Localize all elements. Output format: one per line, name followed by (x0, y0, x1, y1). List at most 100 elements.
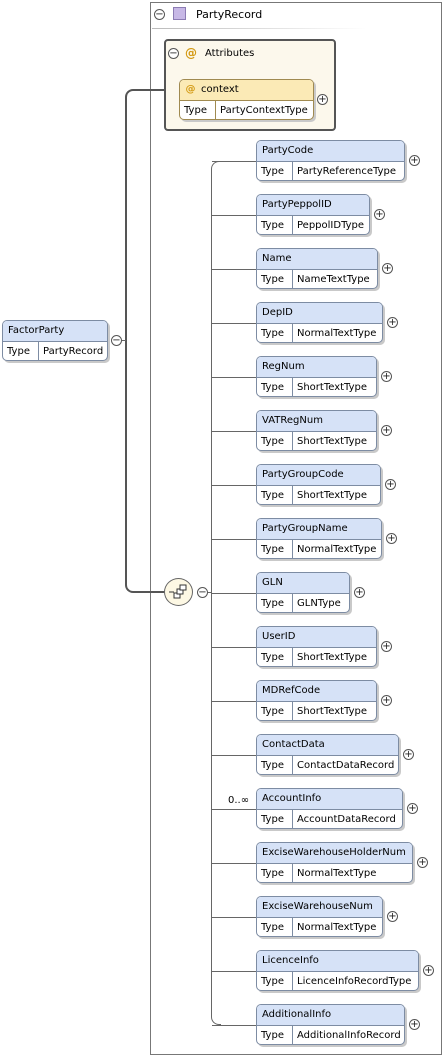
element-name: VATRegNum (257, 411, 376, 432)
element-name: ExciseWarehouseNum (257, 897, 382, 918)
connector-line (212, 215, 256, 216)
expand-element-icon[interactable]: + (409, 155, 420, 166)
expand-element-icon[interactable]: + (374, 209, 385, 220)
type-value: AdditionalInfoRecord (297, 1030, 401, 1041)
element-name: AdditionalInfo (257, 1005, 404, 1026)
connector-line (212, 755, 256, 756)
connector-line (212, 917, 256, 918)
connector-line (212, 593, 256, 594)
type-value: AccountDataRecord (297, 814, 396, 825)
type-label: Type (257, 270, 293, 288)
type-value: ShortTextType (297, 652, 368, 663)
type-value: PartyContextType (220, 105, 308, 116)
sequence-icon[interactable] (164, 578, 193, 606)
expand-element-icon[interactable]: + (385, 479, 396, 490)
party-record-frame (150, 2, 442, 1055)
connector-line (212, 1025, 256, 1026)
type-label: Type (257, 540, 293, 558)
type-value: NormalTextType (297, 922, 377, 933)
type-value: PartyRecord (43, 346, 104, 357)
element-name: ContactData (257, 735, 398, 756)
expand-element-icon[interactable]: + (354, 587, 365, 598)
expand-element-icon[interactable]: + (381, 695, 392, 706)
element-name: LicenceInfo (257, 951, 418, 972)
type-label: Type (257, 1026, 293, 1044)
connector-line (212, 485, 256, 486)
expand-element-icon[interactable]: + (407, 803, 418, 814)
expand-element-icon[interactable]: + (381, 641, 392, 652)
element-name: PartyGroupName (257, 519, 381, 540)
element-name: RegNum (257, 357, 376, 378)
type-label: Type (257, 162, 293, 180)
expand-element-icon[interactable]: + (409, 1019, 420, 1030)
type-label: Type (257, 486, 293, 504)
collapse-party-record-icon[interactable]: − (154, 9, 165, 20)
type-value: ContactDataRecord (297, 760, 395, 771)
connector-line (212, 863, 256, 864)
element-name: PartyGroupCode (257, 465, 380, 486)
connector-line (212, 323, 256, 324)
collapse-attributes-icon[interactable]: − (168, 48, 179, 59)
connector-line (212, 647, 256, 648)
type-label: Type (257, 756, 293, 774)
expand-element-icon[interactable]: + (382, 263, 393, 274)
element-name: UserID (257, 627, 376, 648)
connector-line (212, 161, 256, 162)
expand-element-icon[interactable]: + (381, 371, 392, 382)
type-label: Type (257, 972, 293, 990)
expand-element-icon[interactable]: + (423, 965, 434, 976)
type-value: ShortTextType (297, 436, 368, 447)
expand-element-icon[interactable]: + (403, 749, 414, 760)
expand-element-icon[interactable]: + (387, 911, 398, 922)
expand-element-icon[interactable]: + (417, 857, 428, 868)
complex-type-icon (173, 7, 186, 20)
complex-type-title: PartyRecord (196, 8, 263, 21)
type-label: Type (257, 216, 293, 234)
sequence-to-bracket-line (208, 592, 212, 593)
expand-element-icon[interactable]: + (381, 425, 392, 436)
collapse-sequence-icon[interactable]: − (197, 587, 208, 598)
type-label: Type (257, 378, 293, 396)
attribute-name: context (201, 84, 239, 95)
type-label: Type (257, 432, 293, 450)
type-label: Type (257, 810, 293, 828)
attributes-header: Attributes (205, 48, 255, 59)
element-name: GLN (257, 573, 349, 594)
connector-line (212, 701, 256, 702)
element-name: Name (257, 249, 377, 270)
type-label: Type (257, 864, 293, 882)
expand-context-icon[interactable]: + (317, 94, 328, 105)
element-name: MDRefCode (257, 681, 376, 702)
type-label: Type (257, 648, 293, 666)
expand-element-icon[interactable]: + (386, 533, 397, 544)
attribute-context-node[interactable]: @context Type PartyContextType (179, 79, 314, 120)
type-value: NameTextType (297, 274, 370, 285)
root-connector (125, 89, 165, 593)
connector-line (212, 377, 256, 378)
root-element-node[interactable]: FactorParty Type PartyRecord (2, 320, 108, 361)
type-label: Type (3, 342, 39, 360)
collapse-root-icon[interactable]: − (111, 335, 122, 346)
type-value: LicenceInfoRecordType (297, 976, 412, 987)
expand-element-icon[interactable]: + (387, 317, 398, 328)
attribute-at-icon: @ (185, 46, 197, 60)
title-underline (152, 28, 367, 29)
type-value: ShortTextType (297, 706, 368, 717)
